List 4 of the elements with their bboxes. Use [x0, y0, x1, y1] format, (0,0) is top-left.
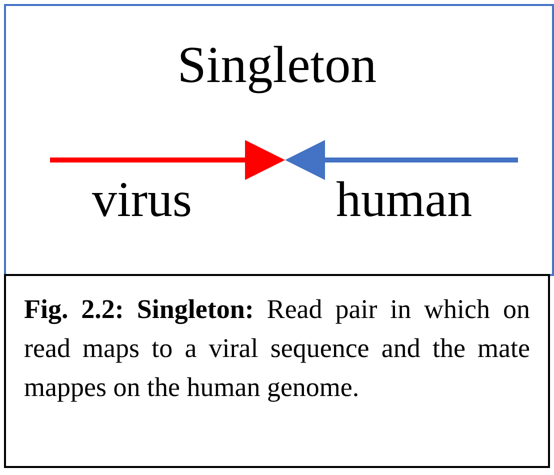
- read-label: human: [336, 170, 472, 228]
- read-label: virus: [92, 170, 192, 228]
- figure-caption: Fig. 2.2: Singleton: Read pair in which on read maps to a viral sequence and the mate mappes on the human genome.: [4, 274, 550, 468]
- panel-title: Singleton: [176, 36, 378, 96]
